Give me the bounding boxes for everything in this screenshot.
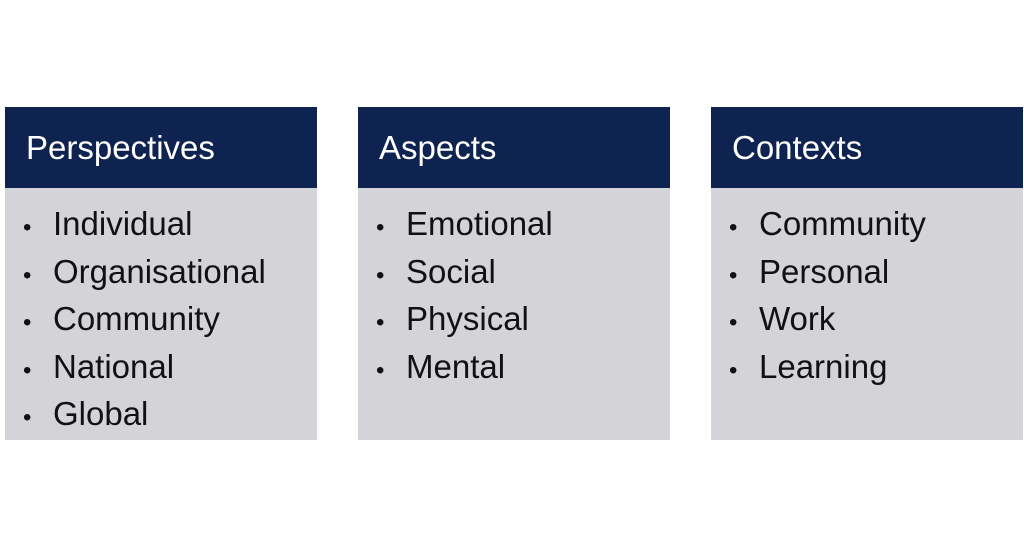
list-item-label: Social <box>406 252 496 290</box>
panel-aspects: Aspects • Emotional • Social • Physical • Me… <box>358 107 670 440</box>
item-list: • Individual • Organisational • Community •… <box>5 188 317 440</box>
list-item-label: Individual <box>53 205 193 242</box>
panel-contexts: Contexts • Community • Personal • Work • Lea… <box>711 107 1023 440</box>
list-item-label: Community <box>53 300 220 338</box>
bullet-icon: • <box>729 356 738 384</box>
list-item: • Organisational <box>23 250 317 298</box>
bullet-icon: • <box>729 214 738 241</box>
list-item: • Community <box>23 297 317 345</box>
list-item: • Social <box>376 250 670 298</box>
bullet-icon: • <box>729 309 738 337</box>
list-item-label: National <box>53 347 175 385</box>
list-item: • Work <box>729 297 1023 345</box>
item-list: • Community • Personal • Work • Learning <box>711 188 1023 392</box>
list-item: • National <box>23 345 317 393</box>
bullet-icon: • <box>376 356 385 384</box>
list-item: • Physical <box>376 297 670 345</box>
panel-title: Perspectives <box>5 107 317 188</box>
bullet-icon: • <box>376 261 385 289</box>
bullet-icon: • <box>23 261 32 289</box>
list-item: • Emotional <box>376 202 670 250</box>
bullet-icon: • <box>23 404 32 432</box>
list-item-label: Emotional <box>406 205 553 242</box>
list-item-label: Physical <box>406 300 529 338</box>
bullet-icon: • <box>376 309 385 337</box>
list-item: • Global <box>23 392 317 440</box>
list-item-label: Community <box>759 205 926 242</box>
bullet-icon: • <box>376 214 385 241</box>
list-item: • Mental <box>376 345 670 393</box>
list-item-label: Personal <box>759 252 890 290</box>
panel-perspectives: Perspectives • Individual • Organisational… <box>5 107 317 440</box>
item-list: • Emotional • Social • Physical • Mental <box>358 188 670 392</box>
list-item: • Community <box>729 202 1023 250</box>
list-item-label: Global <box>53 395 149 433</box>
list-item: • Individual <box>23 202 317 250</box>
bullet-icon: • <box>23 356 32 384</box>
panel-title: Contexts <box>711 107 1023 188</box>
bullet-icon: • <box>23 214 32 241</box>
list-item-label: Work <box>759 300 836 338</box>
bullet-icon: • <box>729 261 738 289</box>
list-item: • Learning <box>729 345 1023 393</box>
list-item: • Personal <box>729 250 1023 298</box>
list-item-label: Mental <box>406 347 506 385</box>
list-item-label: Organisational <box>53 252 266 290</box>
bullet-icon: • <box>23 309 32 337</box>
list-item-label: Learning <box>759 347 888 385</box>
panel-title: Aspects <box>358 107 670 188</box>
